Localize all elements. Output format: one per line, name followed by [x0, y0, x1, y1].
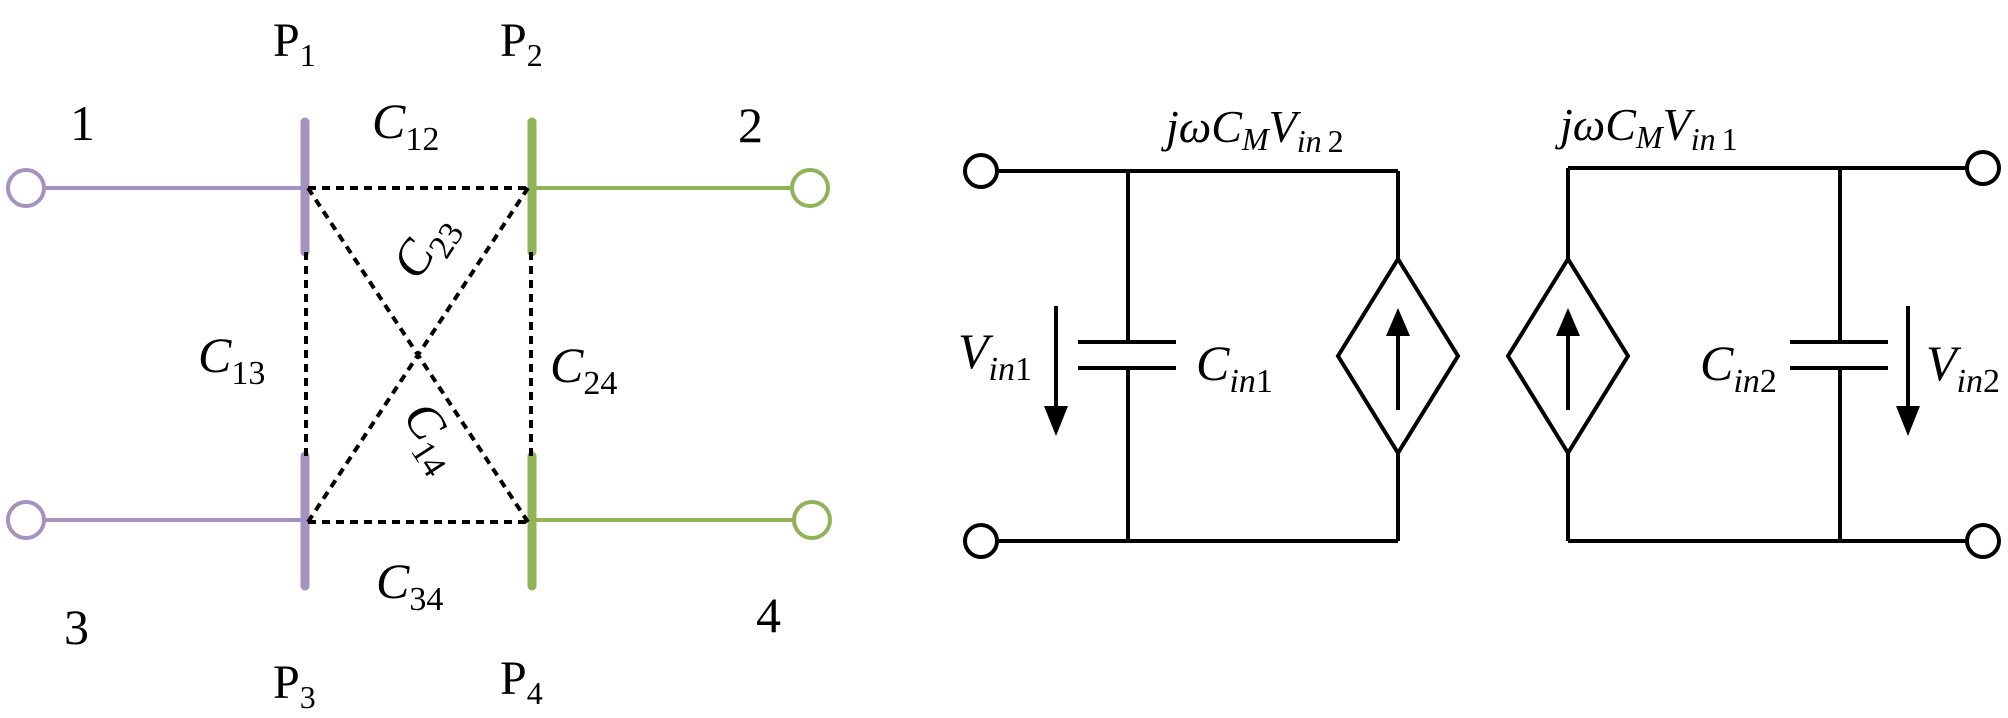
label-c34: C34 — [376, 553, 443, 618]
terminal-4-circle — [792, 500, 832, 540]
terminal-2-circle — [790, 168, 830, 208]
label-p3: P3 — [273, 656, 316, 715]
label-cin2: Cin2 — [1700, 335, 1777, 400]
terminal-left-top — [963, 153, 999, 189]
terminal-right-bottom — [1965, 523, 2001, 559]
up-arrow-icon — [1386, 308, 1410, 336]
down-arrow-icon — [1044, 406, 1068, 436]
label-c13: C13 — [198, 327, 265, 392]
label-terminal-1: 1 — [70, 95, 95, 151]
label-cin1: Cin1 — [1196, 335, 1273, 400]
label-c23: C23 — [380, 201, 471, 293]
terminal-right-top — [1965, 150, 2001, 186]
label-p4: P4 — [500, 652, 543, 711]
label-terminal-3: 3 — [64, 599, 89, 655]
label-c12: C12 — [372, 93, 439, 158]
coupled-lines-diagram: P1 P2 P3 P4 1 2 3 4 C12 C13 C24 C34 C23 … — [6, 14, 832, 715]
label-terminal-2: 2 — [738, 97, 763, 153]
terminal-1-circle — [6, 168, 46, 208]
label-c24: C24 — [550, 337, 617, 402]
up-arrow-icon — [1556, 308, 1580, 336]
label-p2: P2 — [500, 14, 543, 73]
equivalent-circuit — [963, 150, 2001, 559]
label-terminal-4: 4 — [756, 587, 781, 643]
terminal-3-circle — [6, 500, 46, 540]
label-vin2: Vin2 — [1926, 335, 2000, 400]
label-vin1: Vin1 — [958, 323, 1032, 388]
label-c14: C14 — [385, 391, 476, 483]
terminal-left-bottom — [963, 523, 999, 559]
label-p1: P1 — [273, 14, 316, 73]
dash-c23 — [306, 186, 530, 524]
down-arrow-icon — [1896, 406, 1920, 436]
